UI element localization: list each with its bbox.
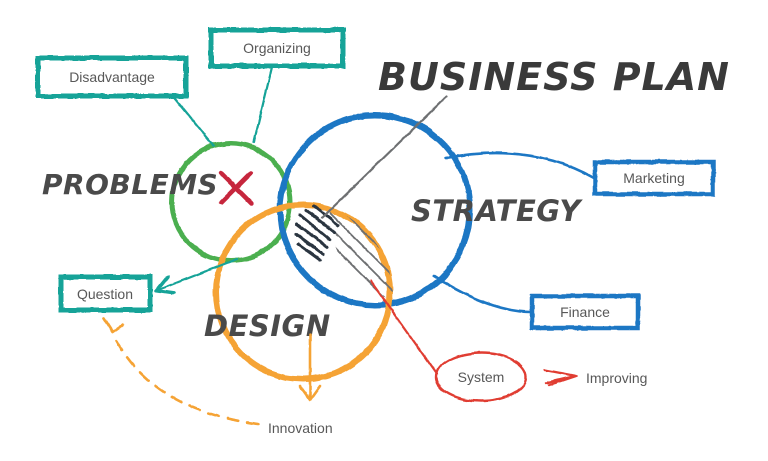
connector-question [158,257,239,290]
teal-connectors [158,65,274,290]
connector-marketing [444,151,596,180]
connector-organizing [252,65,274,144]
innovation-arrow-icon [298,333,322,402]
marketing-label: Marketing [623,170,684,186]
label-box-finance[interactable]: Finance [529,293,641,331]
label-strategy: STRATEGY [411,194,583,228]
innovation-label: Innovation [268,420,333,436]
finance-label: Finance [560,304,610,320]
system-ellipse[interactable] [434,351,528,403]
blue-connectors [432,151,596,314]
double-arrow-icon [543,368,578,387]
label-box-question[interactable]: Question [58,274,153,313]
connector-system-red [369,279,439,376]
label-box-marketing[interactable]: Marketing [592,159,716,197]
label-design: DESIGN [204,309,331,343]
system-label: System [458,369,505,385]
improving-label: Improving [586,370,647,386]
connector-disadvantage [171,94,216,148]
label-box-organizing[interactable]: Organizing [208,27,346,69]
page-title: BUSINESS PLAN [378,55,730,99]
label-box-disadvantage[interactable]: Disadvantage [35,55,189,99]
label-problems: PROBLEMS [42,168,218,201]
circle-design-orange[interactable] [213,202,393,382]
disadvantage-label: Disadvantage [69,69,155,85]
question-label: Question [77,286,133,302]
connector-finance [432,274,533,314]
cross-mark-icon [218,170,254,206]
pointer-line-gray [320,94,449,220]
dashed-feedback-arrow [102,316,260,426]
organizing-label: Organizing [243,40,311,56]
